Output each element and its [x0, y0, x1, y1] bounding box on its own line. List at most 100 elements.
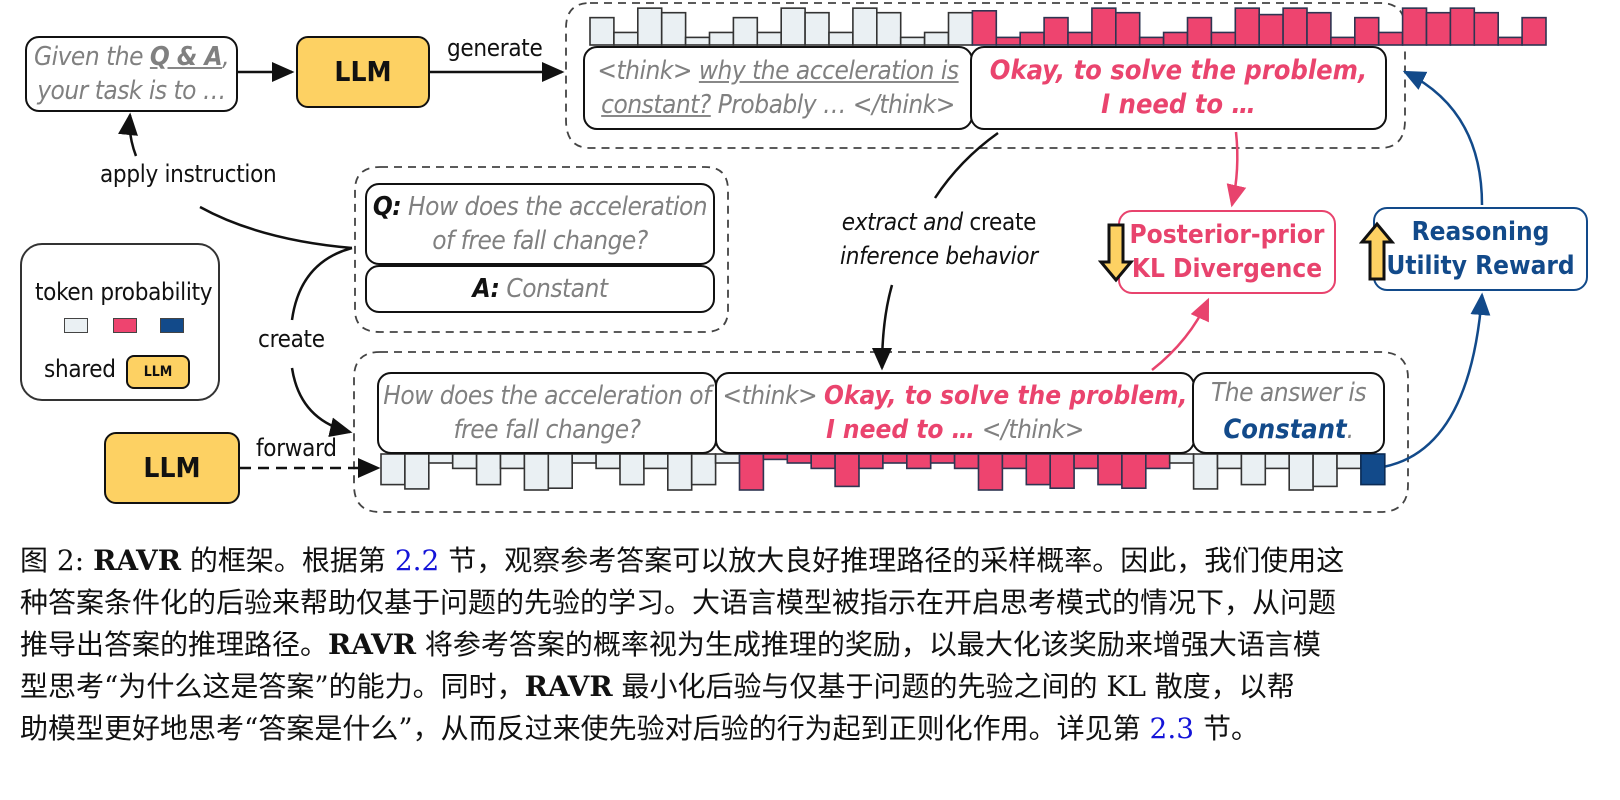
token-bar-reasoning: [1473, 11, 1500, 46]
token-bar-reasoning: [1330, 36, 1356, 46]
legend-title: token probability: [35, 278, 213, 306]
token-bar-prior: [451, 453, 478, 470]
token-bar-prior: [427, 453, 454, 464]
think-open-tag: <think>: [597, 56, 692, 86]
token-bar-prior: [475, 453, 502, 486]
instruction-text-prefix: Given the: [33, 42, 150, 72]
token-bar-reasoning: [1234, 7, 1261, 46]
prior-answer-line1: The answer is: [1210, 378, 1367, 408]
prior-answer-constant: Constant: [1223, 414, 1347, 445]
token-bar-reasoning: [1043, 16, 1069, 46]
prior-answer-box: The answer is Constant.: [1192, 372, 1385, 454]
token-bar-reasoning: [882, 453, 908, 464]
legend-llm-label: LLM: [143, 364, 173, 380]
kl-line2: KL Divergence: [1131, 254, 1323, 284]
token-bar-reasoning: [1186, 16, 1213, 46]
token-bar-reasoning: [1073, 453, 1099, 470]
token-bar-reasoning: [1162, 31, 1189, 46]
caption-text: 推导出答案的推理路径。: [20, 628, 329, 661]
extract-line2-text: inference behavior: [840, 242, 1038, 270]
edge-extract-upper: [933, 131, 999, 199]
edge-apply-instruction-lower: [199, 205, 353, 250]
token-bar-prior: [732, 16, 759, 46]
reward-line2: Utility Reward: [1386, 251, 1575, 281]
token-bar-prior: [1336, 453, 1362, 470]
token-bar-prior: [547, 453, 573, 490]
posterior-reasoning-line1: Okay, to solve the problem,: [989, 55, 1368, 86]
section-ref-2-2[interactable]: 2.2: [394, 544, 440, 577]
token-bar-prior: [756, 31, 782, 46]
token-bar-reasoning: [1354, 16, 1380, 46]
token-bar-reasoning: [1497, 36, 1523, 46]
token-bar-prior: [1240, 453, 1267, 486]
token-bar-prior: [1168, 453, 1195, 464]
instruction-qa-emph: Q & A: [149, 42, 223, 72]
connectors-layer: [118, 2, 1547, 513]
legend-swatch-answer: [160, 318, 184, 333]
token-bar-prior: [875, 11, 902, 46]
prior-think-close: </think>: [975, 415, 1084, 445]
token-bar-prior: [852, 7, 878, 46]
token-bar-prior: [404, 453, 430, 490]
down-arrow-icon: [1098, 223, 1134, 283]
section-ref-2-3[interactable]: 2.3: [1149, 712, 1195, 745]
token-bar-reasoning: [1401, 7, 1428, 46]
token-bar-reasoning: [971, 10, 998, 46]
token-bar-reasoning: [1258, 13, 1284, 46]
legend-swatch-prior: [64, 318, 88, 333]
token-bar-reasoning: [1115, 11, 1141, 46]
kl-line1: Posterior-prior: [1129, 220, 1325, 250]
token-bar-reasoning: [929, 453, 956, 464]
caption-ravr: RAVR: [524, 670, 613, 703]
token-bar-reasoning: [995, 36, 1021, 46]
prior-question-line2: free fall change?: [453, 415, 641, 445]
q-label: Q:: [372, 192, 402, 222]
token-bar-prior: [571, 453, 597, 464]
token-bar-reasoning: [738, 453, 765, 491]
caption-text: 助模型更好地思考“答案是什么”，从而反过来使先验对后验的行为起到正则化作用。详见…: [20, 712, 1150, 745]
token-bar-prior: [1288, 453, 1314, 491]
edge-prior-to-kl: [1151, 297, 1210, 371]
prior-think-open: <think>: [722, 381, 825, 411]
token-bar-reasoning: [786, 453, 812, 464]
prior-answer-period: .: [1346, 415, 1354, 445]
edge-label-extract: extract and create inference behavior: [840, 205, 1038, 273]
legend-shared-llm: LLM: [126, 355, 190, 389]
prior-reasoning-line2: I need to …: [826, 415, 975, 445]
caption-ravr: RAVR: [328, 628, 416, 661]
instruction-text-suffix: ,: [222, 42, 230, 72]
legend-box: token probability shared LLM: [20, 243, 220, 401]
edge-label-create: create: [258, 325, 325, 353]
extract-italic-text: extract and: [841, 208, 963, 236]
token-bar-prior: [690, 453, 717, 486]
token-bar-prior: [714, 453, 741, 464]
caption-line-1: 图 2: RAVR 的框架。根据第 2.2 节，观察参考答案可以放大良好推理路径…: [20, 540, 1610, 582]
token-bar-reasoning: [1091, 7, 1117, 46]
llm-bottom-label: LLM: [143, 451, 201, 484]
instruction-box: Given the Q & A, your task is to …: [25, 36, 238, 112]
token-bar-prior: [666, 453, 693, 491]
a-text: Constant: [499, 274, 608, 304]
up-arrow-icon: [1359, 221, 1395, 281]
llm-block-top: LLM: [296, 36, 430, 108]
llm-block-bottom: LLM: [104, 432, 240, 504]
token-bar-prior: [780, 7, 806, 46]
caption-ravr: RAVR: [93, 544, 182, 577]
edge-label-forward: forward: [256, 434, 337, 462]
token-bar-reasoning: [1067, 31, 1093, 46]
legend-swatch-reasoning: [113, 318, 137, 333]
posterior-reasoning-box: Okay, to solve the problem, I need to …: [970, 46, 1387, 130]
token-bar-reasoning: [977, 453, 1004, 491]
token-bar-reasoning: [1425, 11, 1452, 46]
answer-box: A: Constant: [365, 265, 715, 313]
token-bar-reasoning: [905, 453, 932, 470]
q-text-line2: of free fall change?: [432, 226, 648, 256]
edge-extract-lower: [872, 284, 894, 371]
caption-text: 最小化后验与仅基于问题的先验之间的 KL 散度，以帮: [612, 670, 1295, 703]
a-label: A:: [472, 274, 500, 304]
prior-reasoning-box: <think> Okay, to solve the problem, I ne…: [715, 372, 1195, 454]
reward-line1: Reasoning: [1411, 217, 1550, 247]
